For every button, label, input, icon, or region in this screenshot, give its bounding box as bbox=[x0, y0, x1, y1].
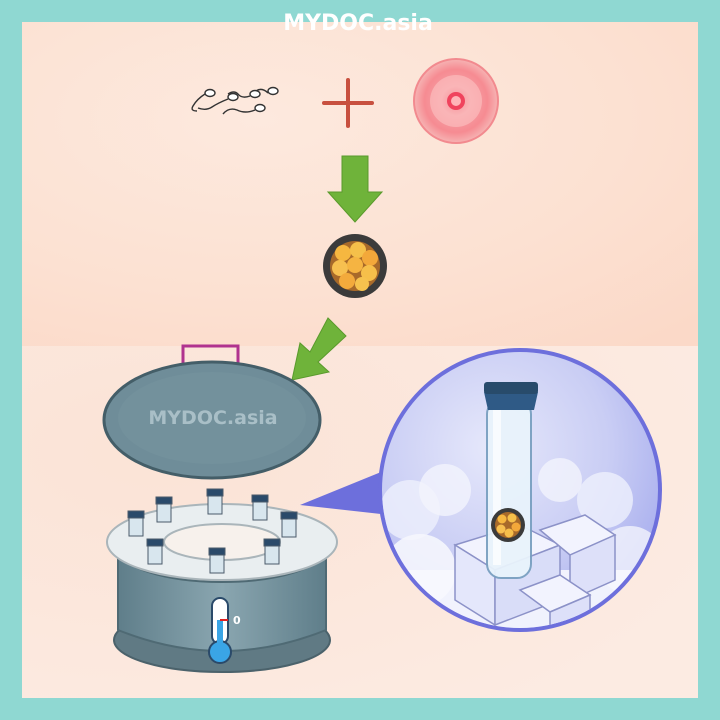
arrow-down-icon bbox=[326, 155, 384, 223]
thermometer-icon bbox=[208, 597, 232, 664]
callout-pointer bbox=[300, 470, 390, 515]
embryo-icon bbox=[323, 234, 387, 298]
magnified-view bbox=[300, 348, 662, 632]
cryo-tank-icon: 0 bbox=[102, 344, 338, 673]
vial-rack bbox=[127, 488, 298, 574]
plus-icon bbox=[322, 78, 374, 128]
vial-cap bbox=[484, 392, 538, 410]
cryo-vial bbox=[484, 382, 538, 579]
thermometer-reading: 0 bbox=[233, 614, 241, 627]
brand-logo: MYDOC.asia bbox=[283, 11, 433, 36]
egg-cell-icon bbox=[413, 58, 499, 144]
lid-logo: MYDOC.asia bbox=[148, 407, 277, 429]
arrow-down-icon bbox=[291, 317, 347, 381]
sperm-icon bbox=[191, 86, 279, 115]
